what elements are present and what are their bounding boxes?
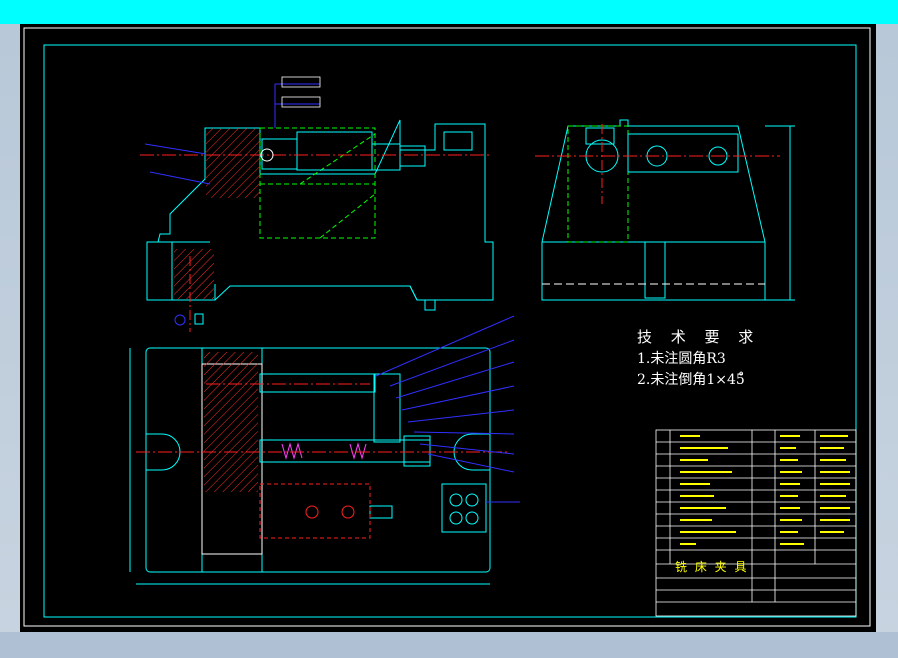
title-block [655,429,857,617]
window-bottom-band [0,632,898,658]
front-tolerance-leaders [274,83,320,128]
front-part-leaders [144,143,211,185]
tech-requirement-1: 1.未注圆角R3 [637,351,726,367]
drawing-name: 铣 床 夹 具 [675,560,748,574]
drawing-frame [43,44,857,618]
plan-view [145,347,491,573]
plan-workpiece-outline [259,483,371,539]
cad-drawing: 铣 床 夹 具 [23,27,871,627]
plan-section-hatch [204,352,258,492]
window-top-band [0,0,898,24]
drawing-canvas[interactable]: 铣 床 夹 具 技 术 要 求 1.未注圆角R3 2.未注倒角1×45̊ [20,24,876,632]
compression-springs [281,442,367,460]
workpiece-hole-2 [341,505,355,519]
front-pin-hole [260,148,274,162]
plan-part-leaders [375,315,520,503]
side-view [541,119,766,301]
plan-dimensions [129,348,490,585]
outer-sheet-border [23,27,871,627]
tech-requirement-2: 2.未注倒角1×45̊ [637,372,745,388]
tolerance-frame-2 [281,96,321,108]
workpiece-hole-1 [305,505,319,519]
datum-marker [174,314,186,326]
front-section-hatch [174,249,214,299]
side-height-dimension [765,125,795,301]
tech-requirements-title: 技 术 要 求 [637,328,761,346]
tolerance-frame-1 [281,76,321,88]
front-view [146,119,494,325]
front-clamp-hatch [206,128,260,198]
parts-list-entries [680,435,850,545]
